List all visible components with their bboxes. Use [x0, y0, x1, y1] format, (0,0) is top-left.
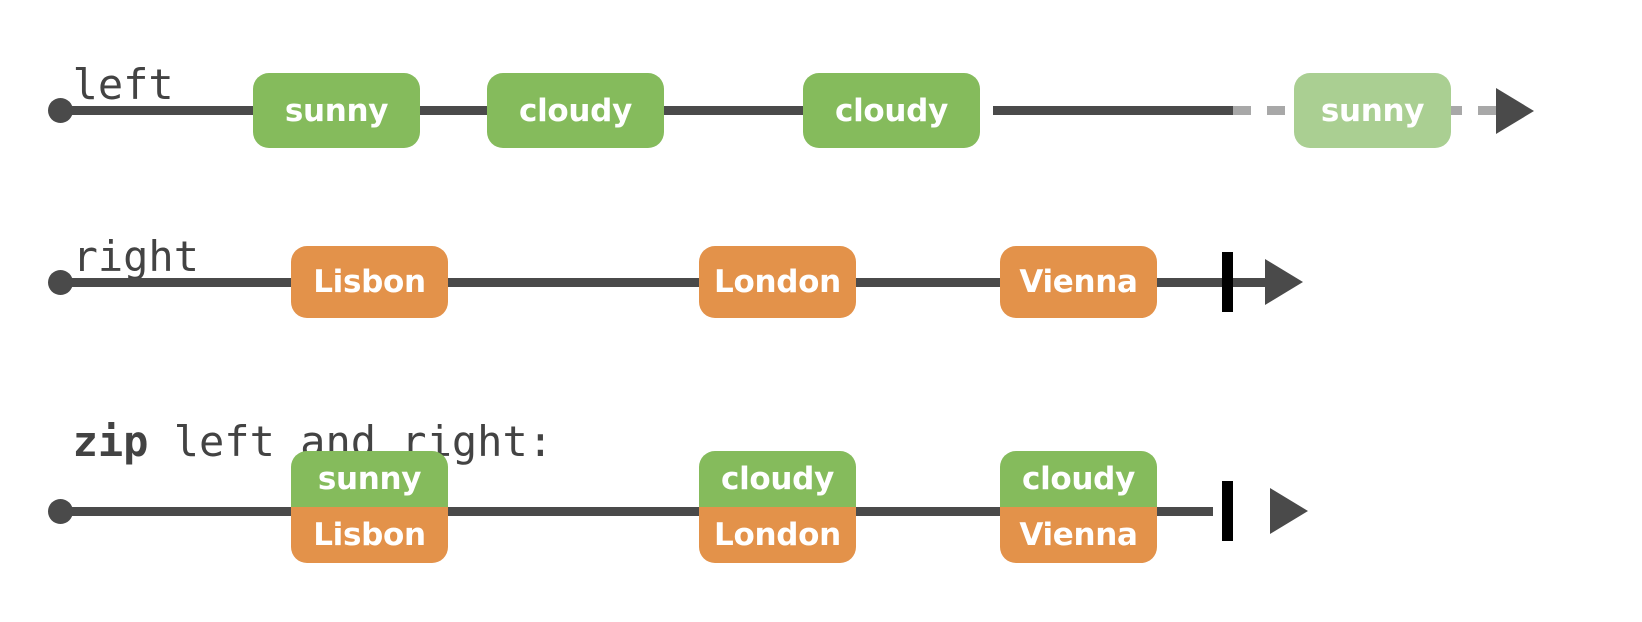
marble-item[interactable]: cloudy	[803, 73, 980, 148]
timeline-right: Lisbon London Vienna	[0, 0, 1642, 318]
complete-marker-icon	[1222, 481, 1233, 541]
marble-pair-top: cloudy	[1000, 451, 1157, 507]
marble-item[interactable]: cloudy	[487, 73, 664, 148]
row-label-zip: zip left and right:	[22, 379, 553, 463]
marble-item[interactable]: sunny	[253, 73, 420, 148]
timeline-segment	[66, 106, 276, 115]
timeline-dashed-segment	[1444, 106, 1500, 115]
marble-item-pair[interactable]: cloudy London	[699, 451, 856, 563]
row-label-right: right	[22, 194, 199, 278]
complete-marker-icon	[1222, 252, 1233, 312]
marble-item-pair[interactable]: cloudy Vienna	[1000, 451, 1157, 563]
timeline-segment	[420, 106, 524, 115]
marble-label: cloudy	[721, 461, 834, 497]
marble-pair-bottom: Vienna	[1000, 507, 1157, 563]
timeline-segment	[437, 507, 707, 516]
timeline-arrow-icon	[1265, 259, 1303, 305]
timeline-arrow-icon	[1270, 488, 1308, 534]
marble-label: sunny	[317, 461, 422, 497]
row-label-left: left	[22, 22, 174, 106]
row-label-zip-keyword: zip	[72, 417, 149, 466]
timeline-segment	[845, 507, 1010, 516]
timeline-segment	[1148, 507, 1213, 516]
marble-label: cloudy	[1022, 461, 1135, 497]
timeline-segment	[437, 278, 707, 287]
marble-item-pair[interactable]: sunny Lisbon	[291, 451, 448, 563]
marble-label: sunny	[1320, 92, 1425, 129]
marble-label: Lisbon	[313, 264, 426, 300]
row-label-left-text: left	[72, 60, 174, 109]
marble-label: London	[714, 517, 841, 553]
marble-item[interactable]: Lisbon	[291, 246, 448, 318]
marble-label: Vienna	[1019, 517, 1138, 553]
marble-item[interactable]: London	[699, 246, 856, 318]
timeline-segment	[66, 278, 306, 287]
timeline-segment	[1148, 278, 1293, 287]
timeline-segment	[993, 106, 1233, 115]
timeline-zip: sunny Lisbon cloudy London cloudy Vienna	[0, 0, 1642, 563]
marble-label: London	[714, 264, 841, 300]
marble-label: Vienna	[1019, 264, 1138, 300]
marble-label: cloudy	[835, 92, 948, 129]
marble-pair-top: cloudy	[699, 451, 856, 507]
marble-item[interactable]: Vienna	[1000, 246, 1157, 318]
marble-pair-top: sunny	[291, 451, 448, 507]
timeline-segment	[663, 106, 853, 115]
timeline-arrow-icon	[1496, 88, 1534, 134]
marble-pair-bottom: Lisbon	[291, 507, 448, 563]
marble-pair-bottom: London	[699, 507, 856, 563]
timeline-segment	[845, 278, 1010, 287]
row-label-zip-text: left and right:	[148, 417, 554, 466]
marble-label: Lisbon	[313, 517, 426, 553]
marble-label: sunny	[284, 92, 389, 129]
marble-label: cloudy	[519, 92, 632, 129]
row-label-right-text: right	[72, 232, 200, 281]
timeline-left: sunny cloudy cloudy sunny	[0, 0, 1642, 180]
marble-item-pending[interactable]: sunny	[1294, 73, 1451, 148]
timeline-segment	[66, 507, 301, 516]
